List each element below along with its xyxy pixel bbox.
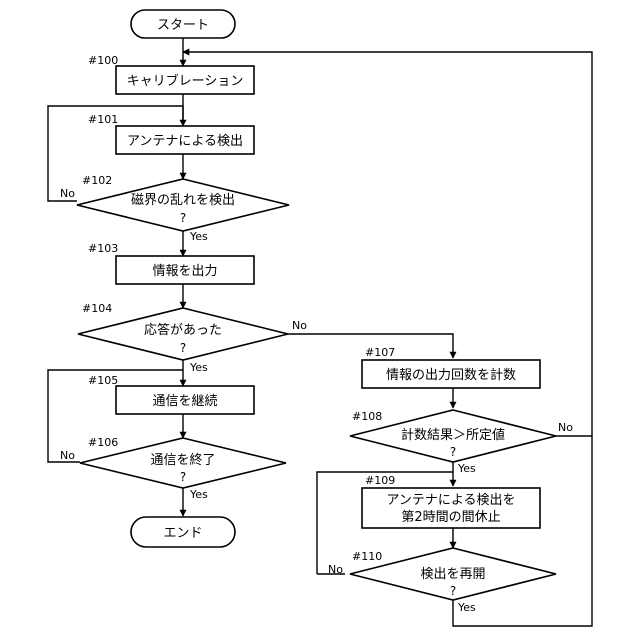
node-105: #105 通信を継続	[88, 374, 254, 414]
process-105-label: 通信を継続	[152, 394, 217, 409]
label-106-no: No	[60, 449, 75, 462]
step-102: #102	[82, 174, 112, 187]
node-108: #108 計数結果＞所定値 ? No Yes	[350, 410, 573, 475]
node-100: #100 キャリブレーション	[88, 54, 254, 94]
decision-104-question-mark: ?	[180, 341, 186, 355]
step-103: #103	[88, 242, 118, 255]
node-103: #103 情報を出力	[88, 242, 254, 284]
process-100-label: キャリブレーション	[127, 73, 244, 89]
start-label: スタート	[157, 18, 209, 33]
step-104: #104	[82, 302, 112, 315]
process-103-label: 情報を出力	[152, 264, 217, 279]
step-101: #101	[88, 113, 118, 126]
process-109-label-line1: アンテナによる検出を	[386, 493, 515, 508]
step-108: #108	[352, 410, 382, 423]
label-104-yes: Yes	[189, 361, 208, 374]
decision-104-label: 応答があった	[144, 322, 222, 338]
label-108-yes: Yes	[457, 462, 476, 475]
process-101-label: アンテナによる検出	[127, 134, 243, 149]
label-102-no: No	[60, 187, 75, 200]
decision-106-question-mark: ?	[180, 470, 186, 484]
decision-102-label: 磁界の乱れを検出	[131, 193, 235, 208]
step-106: #106	[88, 436, 118, 449]
node-101: #101 アンテナによる検出	[88, 113, 254, 154]
decision-110-question-mark: ?	[450, 584, 456, 598]
label-102-yes: Yes	[189, 230, 208, 243]
end-label: エンド	[163, 526, 202, 541]
node-106: #106 通信を終了 ? No Yes	[60, 436, 286, 501]
node-start: スタート	[131, 10, 235, 38]
node-107: #107 情報の出力回数を計数	[362, 346, 540, 388]
process-109-label-line2: 第2時間の間休止	[401, 510, 500, 525]
node-end: エンド	[131, 517, 235, 547]
label-110-yes: Yes	[457, 601, 476, 614]
step-110: #110	[352, 550, 382, 563]
decision-110-label: 検出を再開	[420, 567, 485, 582]
decision-108-label: 計数結果＞所定値	[401, 427, 505, 443]
step-109: #109	[365, 474, 395, 487]
node-102: #102 磁界の乱れを検出 ? No Yes	[60, 174, 289, 243]
step-105: #105	[88, 374, 118, 387]
decision-102-question-mark: ?	[180, 211, 186, 225]
node-109: #109 アンテナによる検出を 第2時間の間休止	[362, 474, 540, 528]
decision-108-question-mark: ?	[450, 445, 456, 459]
label-108-no: No	[558, 421, 573, 434]
step-107: #107	[365, 346, 395, 359]
decision-106-label: 通信を終了	[150, 452, 215, 468]
node-104: #104 応答があった ? No Yes	[78, 302, 307, 374]
process-107-label: 情報の出力回数を計数	[386, 367, 516, 383]
step-100: #100	[88, 54, 118, 67]
label-106-yes: Yes	[189, 488, 208, 501]
label-104-no: No	[292, 319, 307, 332]
label-110-no: No	[328, 563, 343, 576]
node-110: #110 検出を再開 ? No Yes	[328, 548, 556, 614]
